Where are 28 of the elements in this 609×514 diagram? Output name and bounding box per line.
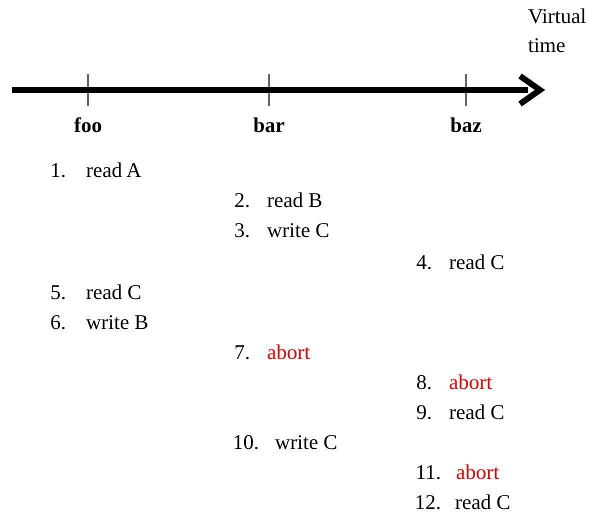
operation-text: read B [267, 188, 322, 212]
operation-text: read C [455, 490, 510, 514]
step-number: 1. [50, 158, 66, 182]
step-number: 12. [414, 490, 441, 514]
process-label: bar [252, 113, 286, 137]
operation-text: read A [86, 158, 142, 182]
operation-text: write C [275, 430, 338, 454]
operation-text: read C [86, 280, 142, 304]
operation-text: read C [449, 400, 504, 424]
process-label: baz [449, 113, 483, 137]
operation-text: write C [267, 218, 330, 242]
step-number: 9. [416, 400, 432, 424]
step-number: 11. [416, 460, 441, 484]
operation-text: read C [449, 250, 504, 274]
step-number: 5. [50, 280, 66, 304]
step-number: 2. [234, 188, 250, 212]
operation-text: abort [456, 460, 500, 484]
step-number: 10. [232, 430, 259, 454]
operation-text: abort [449, 370, 492, 394]
step-number: 3. [234, 218, 250, 242]
step-number: 7. [234, 340, 250, 364]
operation-text: abort [267, 340, 310, 364]
step-number: 6. [50, 310, 66, 334]
step-number: 4. [416, 250, 432, 274]
operation-text: write B [86, 310, 148, 334]
process-label: foo [73, 113, 103, 137]
axis-label: Virtual time [528, 3, 588, 59]
step-number: 8. [416, 370, 432, 394]
